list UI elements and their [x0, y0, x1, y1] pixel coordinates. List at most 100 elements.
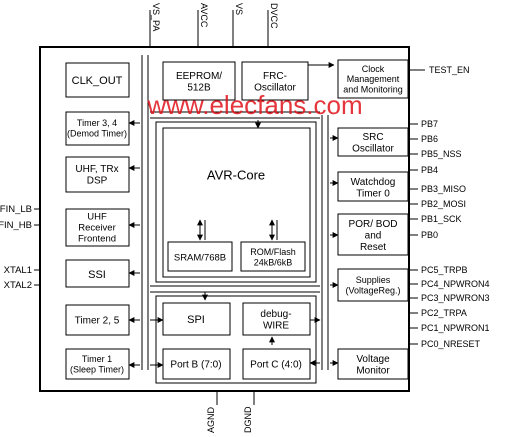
right-pin-lines — [409, 69, 425, 345]
watermark-text: www.elecfans.com — [146, 90, 362, 120]
src-osc-box — [337, 127, 409, 157]
watchdog-box — [337, 171, 409, 202]
timer1-box — [65, 348, 130, 380]
right-pin-label: PB3_MISO — [421, 184, 466, 194]
right-pin-label: TEST_EN — [429, 65, 470, 75]
right-pin-label: PB6 — [421, 134, 438, 144]
block-label-frc-osc: Oscillator — [254, 82, 296, 93]
right-pin-label: PB5_NSS — [421, 149, 462, 159]
bottom-pin-label: DGND — [243, 406, 253, 433]
voltage-monitor-box — [337, 348, 409, 380]
spi-box — [162, 302, 231, 336]
timer34-box — [65, 111, 130, 146]
left-bus-connectors — [128, 120, 164, 368]
right-bus-connectors — [309, 135, 339, 366]
block-label-src-osc: SRC — [362, 132, 383, 143]
left-pin-lines — [34, 208, 40, 286]
debugwire-box — [242, 302, 311, 336]
block-label-timer34: (Demod Timer) — [67, 128, 127, 138]
right-pin-label: PB0 — [421, 230, 438, 240]
top-pin-label: DVCC — [269, 3, 279, 29]
ssi-box — [65, 259, 130, 288]
block-outlines — [65, 59, 409, 380]
right-pin-label: PC0_NRESET — [421, 339, 481, 349]
block-label-clock-mgmt: Clock — [362, 64, 385, 74]
pin-labels: VS_PA AVCC VS DVCC AGND DGND RFIN_LB RFIN_HB XTA… — [0, 3, 490, 433]
block-label-supplies: Supplies — [356, 275, 391, 285]
block-label-portb: Port B (7:0) — [170, 360, 221, 371]
clk-out-box — [65, 62, 130, 98]
block-label-eeprom: EEPROM/ — [176, 71, 222, 82]
avr-internal-arrows — [197, 219, 278, 241]
block-label-por-bod: POR/ BOD — [349, 219, 398, 230]
left-bus — [141, 55, 149, 370]
block-label-uhf-frontend: Receiver — [78, 222, 116, 233]
block-label-clock-mgmt: and Monitoring — [343, 85, 403, 95]
clock-mgmt-box — [337, 59, 409, 99]
timer25-box — [65, 304, 130, 336]
block-label-rom-flash: ROM/Flash — [250, 247, 296, 257]
block-label-uhf-dsp: DSP — [87, 175, 108, 186]
rom-flash-box — [240, 241, 306, 272]
block-label-clk-out: CLK_OUT — [72, 75, 123, 87]
block-label-portc: Port C (4:0) — [250, 360, 302, 371]
block-label-timer1: Timer 1 — [82, 354, 112, 364]
portc-box — [242, 348, 311, 380]
sram-box — [167, 241, 233, 272]
right-pin-label: PC2_TRPA — [421, 308, 467, 318]
supplies-box — [337, 268, 409, 302]
block-label-timer1: (Sleep Timer) — [70, 364, 124, 374]
block-label-por-bod: Reset — [360, 242, 386, 253]
block-label-uhf-dsp: UHF, TRx — [75, 164, 118, 175]
right-pin-label: PB4 — [421, 165, 438, 175]
bottom-pin-label: AGND — [206, 406, 216, 433]
block-label-timer34: Timer 3, 4 — [77, 118, 117, 128]
eeprom-box — [162, 61, 236, 101]
block-label-rom-flash: 24kB/6kB — [254, 257, 293, 267]
right-pin-label: PC1_NPWRON1 — [421, 323, 490, 333]
block-label-watchdog: Timer 0 — [356, 188, 390, 199]
frc-osc-box-wide — [241, 61, 309, 101]
block-label-clock-mgmt: Management — [347, 74, 400, 84]
top-pin-lines — [149, 10, 269, 47]
right-pin-label: PB1_SCK — [421, 214, 462, 224]
block-label-spi: SPI — [187, 314, 205, 326]
block-label-voltage-monitor: Voltage — [356, 354, 390, 365]
block-label-supplies: (VoltageReg.) — [345, 285, 400, 295]
left-pin-label: RFIN_HB — [0, 220, 32, 231]
top-pin-label: VS_PA — [151, 3, 161, 31]
left-pin-label: XTAL1 — [4, 265, 32, 276]
block-label-sram: SRAM/768B — [174, 252, 226, 263]
block-labels: CLK_OUT Timer 3, 4(Demod Timer) UHF, TRxDS… — [67, 64, 403, 376]
block-label-src-osc: Oscillator — [352, 143, 394, 154]
right-pin-label: PC4_NPWRON4 — [421, 279, 490, 289]
block-label-voltage-monitor: Monitor — [356, 365, 390, 376]
top-pin-label: AVCC — [199, 3, 209, 28]
right-pin-label: PC5_TRPB — [421, 265, 468, 275]
block-label-watchdog: Watchdog — [351, 177, 396, 188]
block-label-debugwire: WIRE — [263, 320, 289, 331]
block-label-debugwire: debug- — [260, 309, 291, 320]
block-label-uhf-frontend: Frontend — [78, 233, 116, 244]
block-label-por-bod: and — [365, 231, 382, 242]
por-bod-box — [337, 213, 409, 256]
right-bus — [321, 115, 329, 370]
block-label-eeprom: 512B — [187, 82, 211, 93]
portb-box — [162, 348, 231, 380]
right-pin-label: PB7 — [421, 119, 438, 129]
uhf-dsp-box — [65, 156, 130, 193]
right-pin-label: PB2_MOSI — [421, 199, 466, 209]
block-label-avr-core: AVR-Core — [207, 168, 265, 183]
block-label-timer25: Timer 2, 5 — [75, 316, 120, 327]
uhf-frontend-box — [65, 208, 130, 247]
bottom-pin-lines — [216, 391, 255, 405]
right-pin-label: PC3_NPWRON3 — [421, 293, 490, 303]
block-label-uhf-frontend: UHF — [87, 211, 107, 222]
block-label-frc-osc: FRC- — [263, 71, 287, 82]
left-pin-label: XTAL2 — [4, 280, 32, 291]
inner-groups — [155, 121, 317, 384]
top-pin-label: VS — [234, 3, 244, 15]
left-pin-label: RFIN_LB — [0, 204, 32, 215]
block-label-ssi: SSI — [88, 269, 106, 281]
